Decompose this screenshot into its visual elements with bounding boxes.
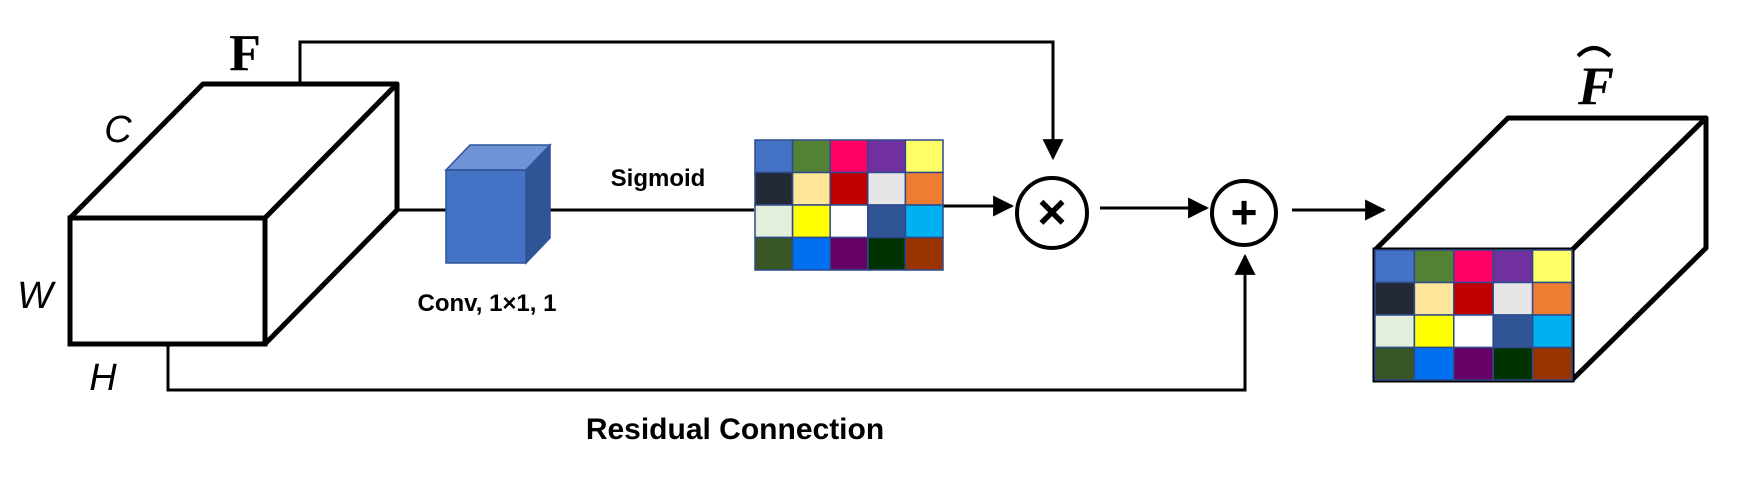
attention-map-cell-r4-c2 bbox=[791, 236, 831, 271]
attention-map-cell-r4-c3 bbox=[829, 236, 869, 271]
output-map-cell-r1-c2 bbox=[1413, 249, 1455, 284]
dimension-h-label: H bbox=[89, 357, 117, 399]
attention-map-cell-r1-c3 bbox=[829, 139, 869, 174]
residual-connection-label: Residual Connection bbox=[586, 413, 884, 446]
add-circle bbox=[1210, 179, 1278, 247]
skip-connection-line bbox=[298, 40, 1064, 161]
dimension-w-label: W bbox=[17, 275, 56, 317]
output-map-cell-r2-c4 bbox=[1492, 281, 1534, 316]
conv-cube bbox=[444, 143, 552, 265]
add-icon: + bbox=[1231, 186, 1258, 238]
sigmoid-label: Sigmoid bbox=[611, 165, 706, 192]
add-node: + bbox=[1210, 179, 1278, 247]
output-map-cell-r3-c1 bbox=[1374, 314, 1416, 349]
multiply-circle bbox=[1015, 176, 1089, 250]
residual-connection-line bbox=[166, 253, 1256, 392]
output-map-cell-r2-c3 bbox=[1453, 281, 1494, 316]
attention-map-cell-r1-c5 bbox=[904, 139, 944, 174]
attention-map-cell-r4-c5 bbox=[904, 236, 944, 271]
output-map-cell-r4-c5 bbox=[1531, 346, 1573, 381]
output-map-cell-r4-c3 bbox=[1453, 346, 1494, 381]
output-map-cell-r1-c3 bbox=[1453, 249, 1494, 284]
attention-map-cell-r4-c1 bbox=[754, 236, 794, 271]
attention-map-cell-r3-c2 bbox=[791, 204, 831, 239]
output-map-cell-r3-c4 bbox=[1492, 314, 1534, 349]
output-map-cell-r4-c2 bbox=[1413, 346, 1455, 381]
input-block-front-face bbox=[67, 215, 268, 347]
attention-map-cell-r4-c4 bbox=[867, 236, 907, 271]
output-feature-map bbox=[1374, 249, 1573, 381]
output-map-cell-r4-c1 bbox=[1374, 346, 1416, 381]
attention-map-cell-r3-c1 bbox=[754, 204, 794, 239]
attention-map-cell-r2-c5 bbox=[904, 171, 944, 206]
input-feature-block bbox=[67, 81, 400, 347]
output-map-cell-r2-c2 bbox=[1413, 281, 1455, 316]
attention-map-cell-r2-c1 bbox=[754, 171, 794, 206]
dimension-c-label: C bbox=[104, 109, 132, 151]
output-map-cell-r1-c1 bbox=[1374, 249, 1416, 284]
multiply-icon: × bbox=[1037, 184, 1066, 240]
output-feature-label: F bbox=[1577, 56, 1614, 116]
output-map-cell-r1-c4 bbox=[1492, 249, 1534, 284]
attention-map-cell-r3-c5 bbox=[904, 204, 944, 239]
output-hat-mark bbox=[1576, 46, 1612, 58]
attention-map-cell-r2-c2 bbox=[791, 171, 831, 206]
input-feature-label: F bbox=[229, 25, 261, 82]
output-map-cell-r1-c5 bbox=[1531, 249, 1573, 284]
conv-cube-front bbox=[445, 169, 527, 264]
output-map-cell-r3-c3 bbox=[1453, 314, 1494, 349]
multiply-node: × bbox=[1015, 176, 1089, 250]
output-map-cell-r2-c5 bbox=[1531, 281, 1573, 316]
output-map-cell-r3-c2 bbox=[1413, 314, 1455, 349]
conv-label: Conv, 1×1, 1 bbox=[418, 290, 557, 317]
attention-map bbox=[754, 139, 944, 271]
attention-map-cell-r1-c2 bbox=[791, 139, 831, 174]
attention-map-cell-r3-c3 bbox=[829, 204, 869, 239]
attention-map-cell-r2-c4 bbox=[867, 171, 907, 206]
attention-map-cell-r1-c1 bbox=[754, 139, 794, 174]
output-map-cell-r3-c5 bbox=[1531, 314, 1573, 349]
attention-map-cell-r1-c4 bbox=[867, 139, 907, 174]
attention-map-cell-r2-c3 bbox=[829, 171, 869, 206]
attention-map-cell-r3-c4 bbox=[867, 204, 907, 239]
output-map-cell-r2-c1 bbox=[1374, 281, 1416, 316]
output-map-cell-r4-c4 bbox=[1492, 346, 1534, 381]
